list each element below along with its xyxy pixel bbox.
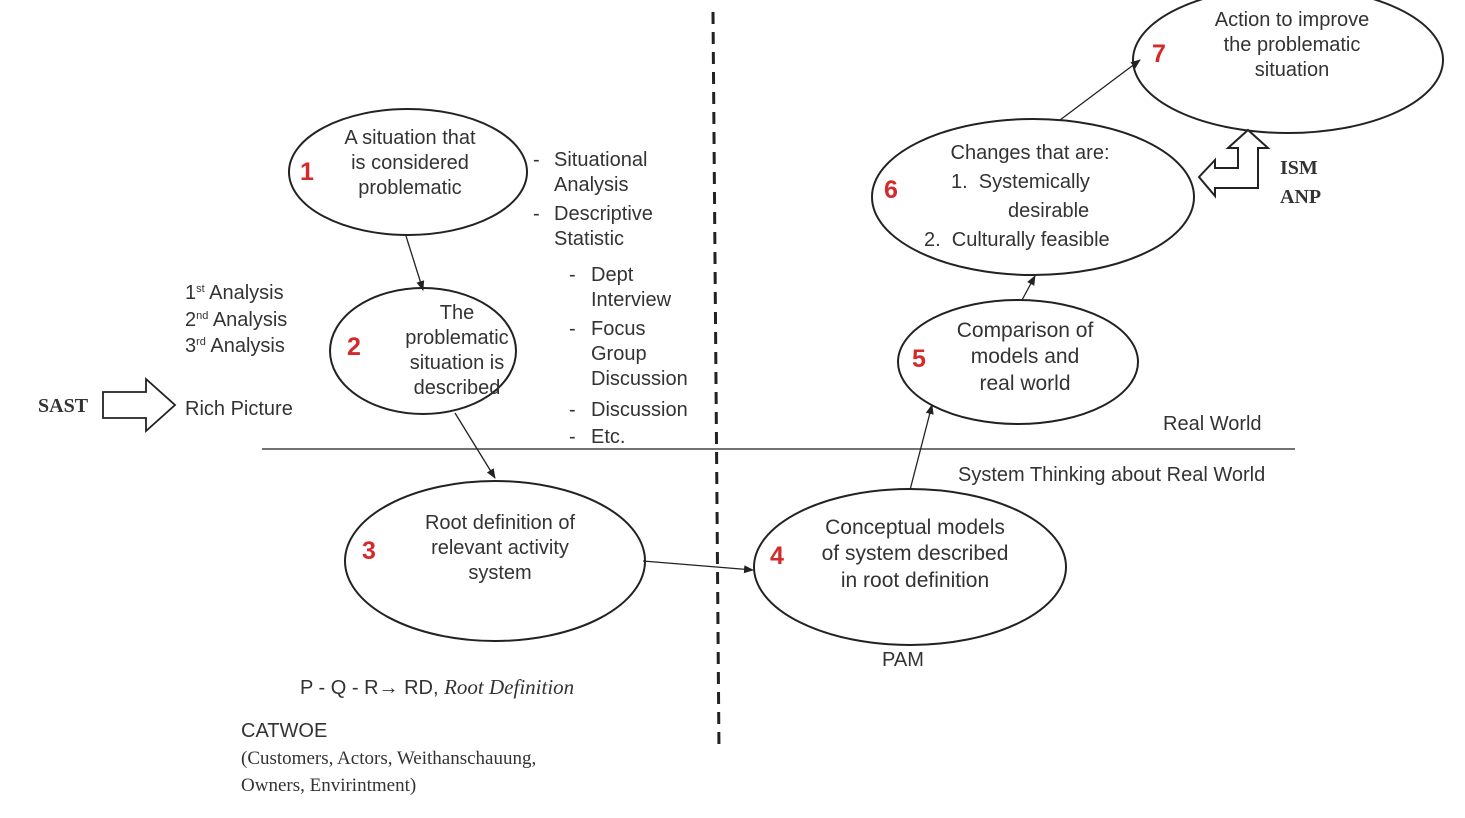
arrow-2-to-3: [454, 412, 496, 479]
stage-6-item-2: 2. Culturally feasible: [924, 229, 1110, 251]
methods-item-2: Descriptive Statistic: [554, 203, 653, 250]
rich-picture-label: Rich Picture: [185, 398, 293, 420]
methods-sub-item-2: Focus Group Discussion: [591, 318, 688, 390]
stage-5-number: 5: [912, 345, 926, 373]
arrow-3-to-4: [642, 560, 754, 574]
pam-label: PAM: [882, 649, 924, 671]
stage-5-text: Comparison of models and real world: [956, 319, 1094, 395]
methods-bullet-2: -: [533, 203, 540, 225]
stage-2-number: 2: [347, 333, 361, 361]
anp-label: ANP: [1280, 186, 1322, 208]
methods-sub-item-4: Etc.: [591, 426, 626, 448]
methods-sub-bullet-1: -: [569, 264, 576, 286]
catwoe-detail: (Customers, Actors, Weithanschauung, Own…: [241, 748, 537, 796]
stage-6-heading: Changes that are:: [950, 142, 1110, 164]
catwoe-title: CATWOE: [241, 720, 328, 742]
stage-3-text: Root definition of relevant activity sys…: [424, 512, 576, 584]
stage-2-text: The problematic situation is described: [405, 302, 509, 399]
ism-anp-block-arrow: [1197, 128, 1271, 199]
stage-7-number: 7: [1152, 40, 1166, 68]
stage-6-number: 6: [884, 176, 898, 204]
methods-sub-item-1: Dept Interview: [591, 264, 672, 311]
methods-sub-bullet-2: -: [569, 318, 576, 340]
methods-sub-item-3: Discussion: [591, 399, 688, 421]
ellipse-stage-5: [897, 299, 1139, 425]
pqr-root-definition: P - Q - R→ RD, Root Definition: [300, 675, 575, 699]
ellipse-stage-1: [288, 108, 528, 236]
stage-3-number: 3: [362, 537, 376, 565]
stage-6-item-1-cont: desirable: [1008, 200, 1090, 222]
arrow-4-to-5: [909, 404, 934, 491]
stage-4-number: 4: [770, 542, 784, 570]
sast-label: SAST: [38, 395, 89, 417]
stage-1-text: A situation that is considered problemat…: [344, 127, 476, 199]
analysis-item-1: 1st Analysis: [185, 282, 284, 304]
sast-block-arrow: [102, 376, 177, 434]
stage-4-text: Conceptual models of system described in…: [821, 516, 1009, 592]
methods-sub-bullet-3: -: [569, 399, 576, 421]
analysis-item-3: 3rd Analysis: [185, 335, 285, 357]
arrow-6-to-7: [1059, 59, 1141, 121]
arrow-1-to-2: [405, 235, 425, 291]
methods-item-1: Situational Analysis: [554, 149, 648, 196]
stage-1-number: 1: [300, 158, 314, 186]
ellipse-stage-6: [871, 118, 1195, 276]
arrow-5-to-6: [1021, 275, 1036, 301]
vertical-dashed-divider: [711, 11, 721, 753]
system-thinking-label: System Thinking about Real World: [958, 464, 1266, 486]
methods-bullet-1: -: [533, 149, 540, 171]
stage-6-item-1: 1. Systemically: [951, 171, 1090, 193]
stage-7-text: Action to improve the problematic situat…: [1214, 9, 1370, 81]
methods-sub-bullet-4: -: [569, 426, 576, 448]
analysis-item-2: 2nd Analysis: [185, 309, 288, 331]
real-world-label: Real World: [1163, 413, 1262, 435]
ism-label: ISM: [1280, 157, 1318, 179]
